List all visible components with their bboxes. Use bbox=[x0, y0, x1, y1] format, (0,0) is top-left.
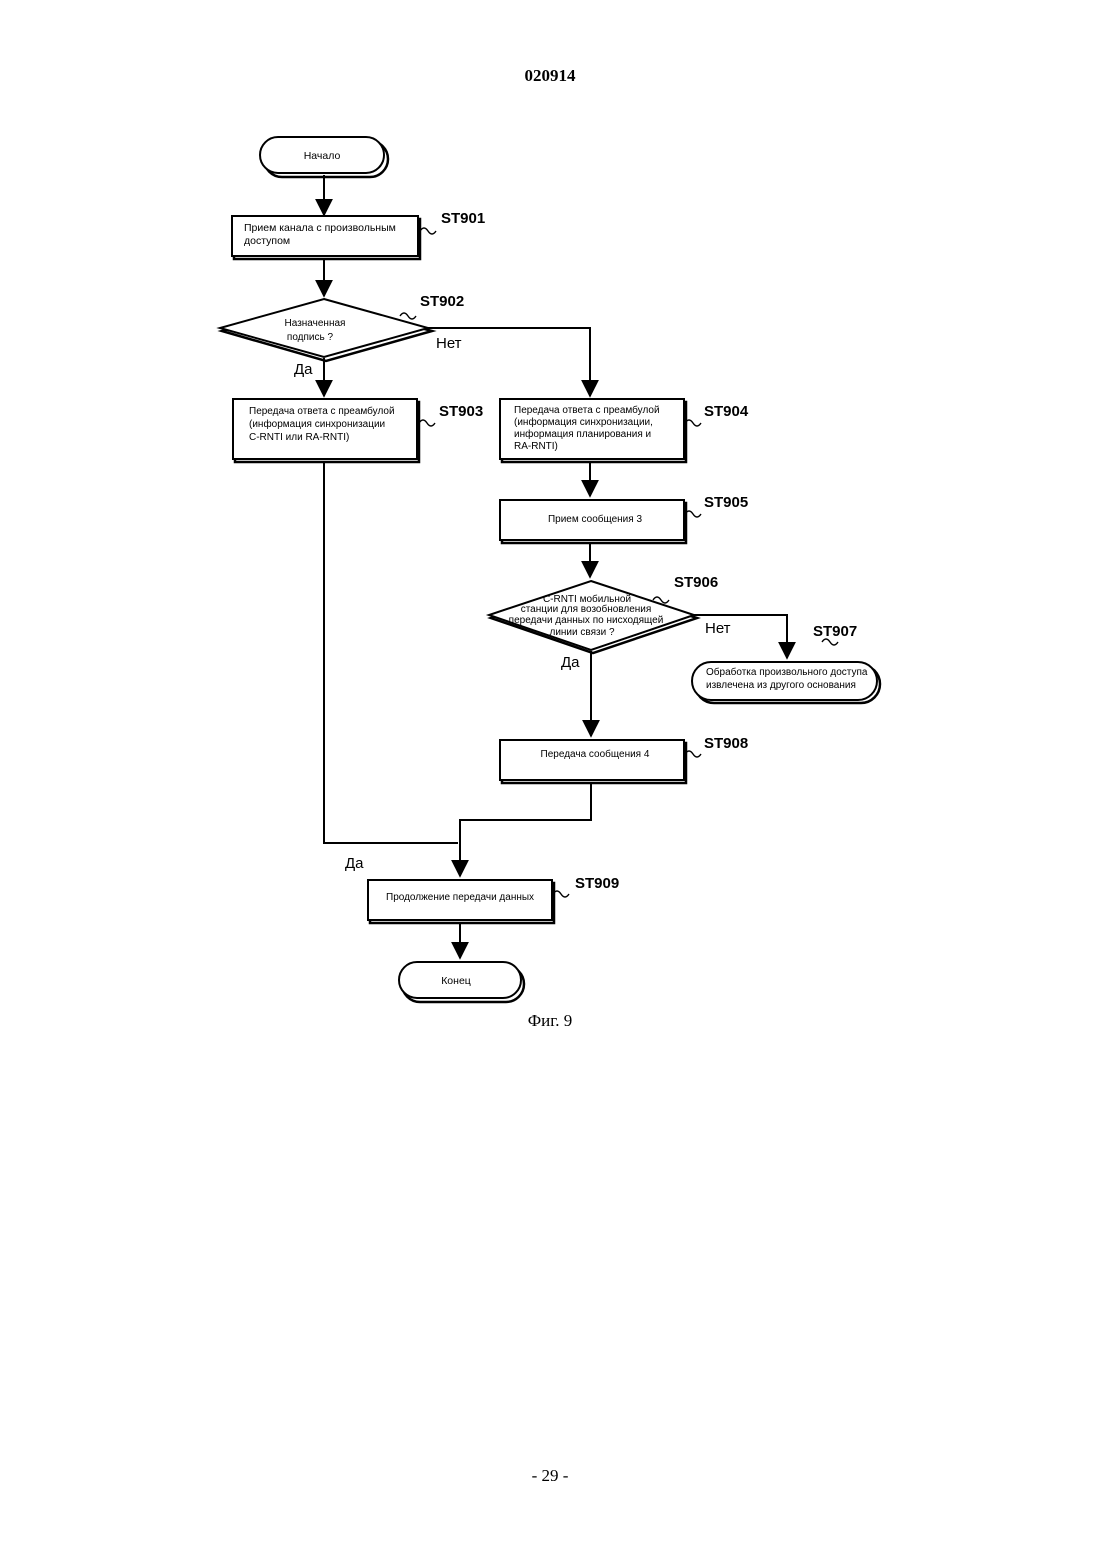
st901-line-2: доступом bbox=[244, 235, 290, 247]
st904-leader bbox=[685, 420, 701, 426]
st909-id: ST909 bbox=[575, 875, 619, 892]
st909-leader bbox=[553, 891, 569, 897]
step-st904: Передача ответа с преамбулой (информация… bbox=[500, 399, 749, 462]
st901-id: ST901 bbox=[441, 210, 485, 227]
st902-yes-label: Да bbox=[294, 361, 313, 378]
st903-leader bbox=[419, 420, 435, 426]
start-label: Начало bbox=[304, 150, 341, 162]
step-st905: Прием сообщения 3 ST905 bbox=[500, 494, 748, 543]
page-footer: - 29 - bbox=[0, 1466, 1100, 1486]
st902-leader bbox=[400, 313, 416, 319]
st907-id: ST907 bbox=[813, 623, 857, 640]
st906-id: ST906 bbox=[674, 574, 718, 591]
figure-caption: Фиг. 9 bbox=[0, 1011, 1100, 1031]
st906-yes-label: Да bbox=[561, 654, 580, 671]
step-st908: Передача сообщения 4 ST908 bbox=[500, 735, 748, 783]
st906-line-4: линии связи ? bbox=[549, 627, 614, 638]
st907-line-1: Обработка произвольного доступа bbox=[706, 666, 868, 678]
st904-line-1: Передача ответа с преамбулой bbox=[514, 404, 660, 416]
st907-line-2: извлечена из другого основания bbox=[706, 680, 856, 691]
st905-id: ST905 bbox=[704, 494, 748, 511]
decision-st906: C-RNTI мобильной станции для возобновлен… bbox=[489, 574, 718, 653]
st903-line-2: (информация синхронизации bbox=[249, 418, 385, 430]
st908-id: ST908 bbox=[704, 735, 748, 752]
st902-line-1: Назначенная bbox=[285, 318, 346, 329]
st902-no-label: Нет bbox=[436, 335, 462, 352]
st902-id: ST902 bbox=[420, 293, 464, 310]
step-st901: Прием канала с произвольным доступом ST9… bbox=[232, 210, 485, 259]
st905-leader bbox=[685, 511, 701, 517]
st905-line-1: Прием сообщения 3 bbox=[548, 513, 642, 525]
step-st909: Продолжение передачи данных ST909 bbox=[368, 875, 619, 923]
st904-line-4: RA-RNTI) bbox=[514, 441, 558, 452]
st903-line-3: C-RNTI или RA-RNTI) bbox=[249, 432, 349, 443]
st908-leader bbox=[685, 751, 701, 757]
st901-line-1: Прием канала с произвольным bbox=[244, 222, 396, 234]
st904-line-3: информация планирования и bbox=[514, 428, 651, 440]
st901-leader bbox=[420, 228, 436, 234]
st909-line-1: Продолжение передачи данных bbox=[386, 892, 534, 903]
decision-st902: Назначенная подпись ? ST902 bbox=[220, 293, 464, 361]
st906-line-2: станции для возобновления bbox=[521, 603, 652, 615]
arrow-st908-st909 bbox=[460, 782, 591, 876]
st903-id: ST903 bbox=[439, 403, 483, 420]
st908-line-1: Передача сообщения 4 bbox=[541, 748, 650, 760]
end-label: Конец bbox=[441, 975, 471, 987]
st904-id: ST904 bbox=[704, 403, 749, 420]
st903-line-1: Передача ответа с преамбулой bbox=[249, 405, 395, 417]
st902-line-2: подпись ? bbox=[287, 332, 334, 343]
step-st903: Передача ответа с преамбулой (информация… bbox=[233, 399, 483, 462]
start-terminal: Начало bbox=[260, 137, 388, 177]
st906-line-3: передачи данных по нисходящей bbox=[509, 615, 664, 626]
st906-no-label: Нет bbox=[705, 620, 731, 637]
merge-yes-label: Да bbox=[345, 855, 364, 872]
st904-line-2: (информация синхронизации, bbox=[514, 416, 653, 428]
line-st903-merge bbox=[324, 461, 458, 843]
end-terminal: Конец bbox=[399, 962, 524, 1002]
